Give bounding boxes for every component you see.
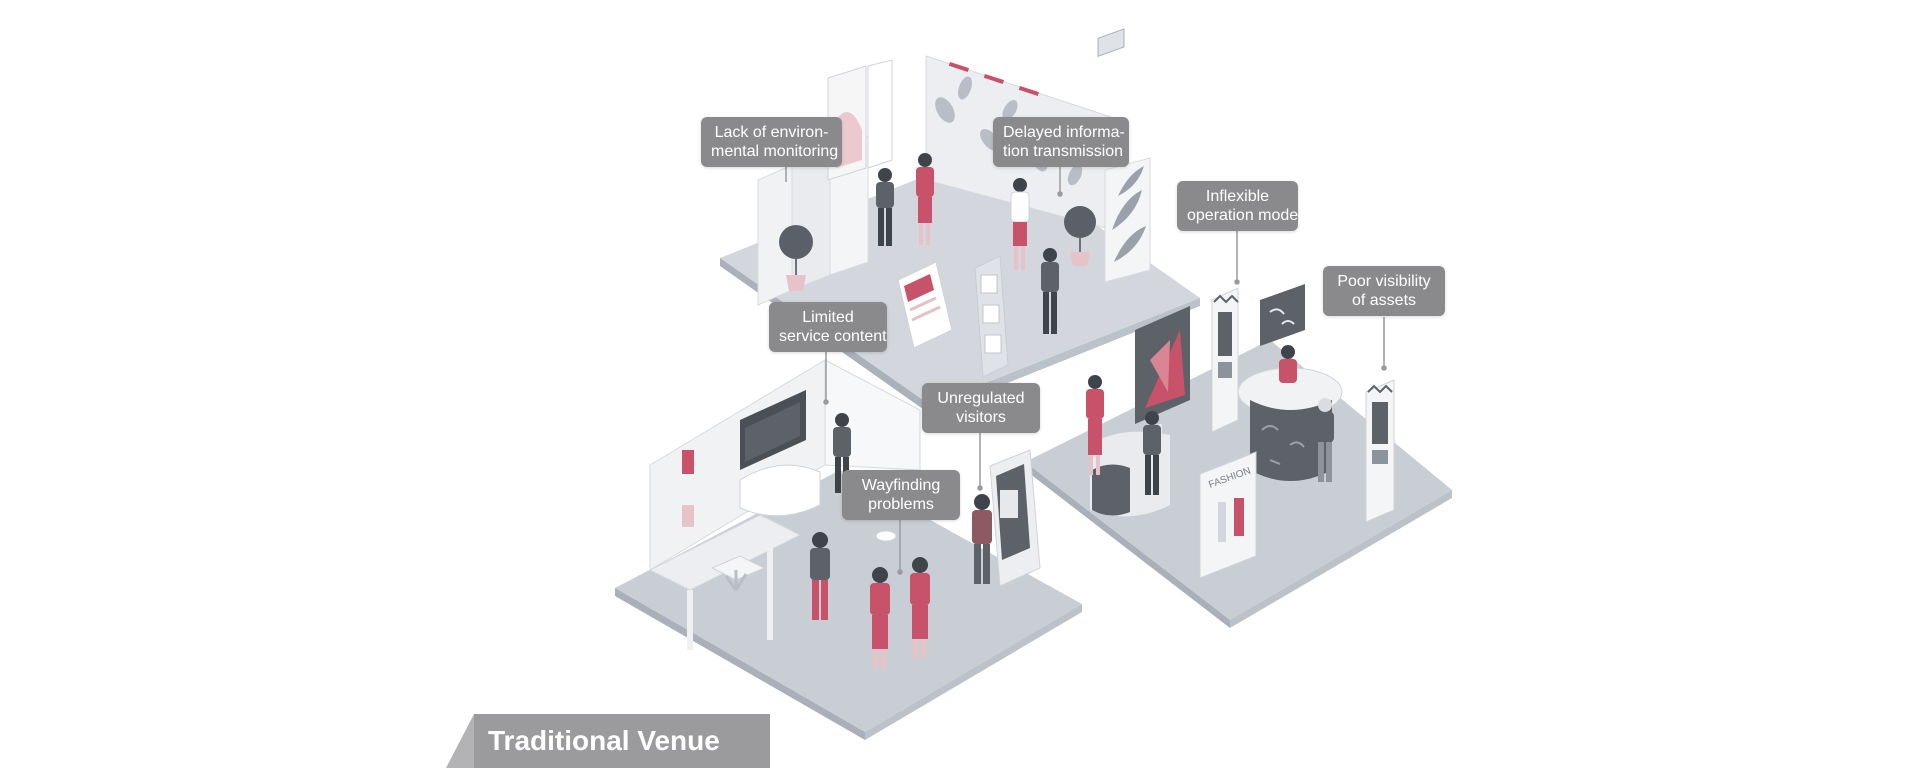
callout-service-content: Limited service content bbox=[769, 302, 887, 352]
callout-line: operation mode bbox=[1187, 207, 1299, 224]
callout-line: of assets bbox=[1351, 292, 1417, 309]
visitors-group bbox=[810, 153, 1334, 669]
callout-information-transmission: Delayed informa- tion transmission bbox=[993, 117, 1129, 167]
callout-unregulated-visitors: Unregulated visitors bbox=[922, 383, 1040, 433]
venue-title-tag: Traditional Venue bbox=[446, 714, 770, 768]
callout-line: Lack of environ- bbox=[714, 124, 829, 141]
callout-line: tion transmission bbox=[1003, 143, 1124, 160]
callout-line: visitors bbox=[956, 409, 1006, 426]
title-tag-shape bbox=[446, 714, 770, 768]
callout-pointers bbox=[785, 166, 1387, 575]
right-booth: FASHION bbox=[1090, 28, 1395, 579]
callout-line: Delayed informa- bbox=[1003, 124, 1125, 141]
callout-line: problems bbox=[868, 496, 934, 513]
callout-environmental-monitoring: Lack of environ- mental monitoring bbox=[701, 117, 842, 167]
callout-wayfinding-problems: Wayfinding problems bbox=[842, 470, 960, 520]
callout-line: Limited bbox=[802, 309, 854, 326]
callout-line: service content bbox=[779, 328, 887, 345]
callout-line: Unregulated bbox=[937, 390, 1025, 407]
left-booth bbox=[648, 359, 1041, 650]
callout-line: Inflexible bbox=[1205, 188, 1270, 205]
page-title: Traditional Venue bbox=[488, 725, 720, 756]
plant-icon bbox=[779, 225, 813, 291]
callout-operation-mode: Inflexible operation mode bbox=[1177, 181, 1298, 231]
person-icon bbox=[876, 168, 894, 246]
callout-line: mental monitoring bbox=[711, 143, 839, 160]
callout-line: Wayfinding bbox=[861, 477, 941, 494]
callout-line: Poor visibility bbox=[1337, 273, 1431, 290]
callout-asset-visibility: Poor visibility of assets bbox=[1323, 266, 1445, 316]
